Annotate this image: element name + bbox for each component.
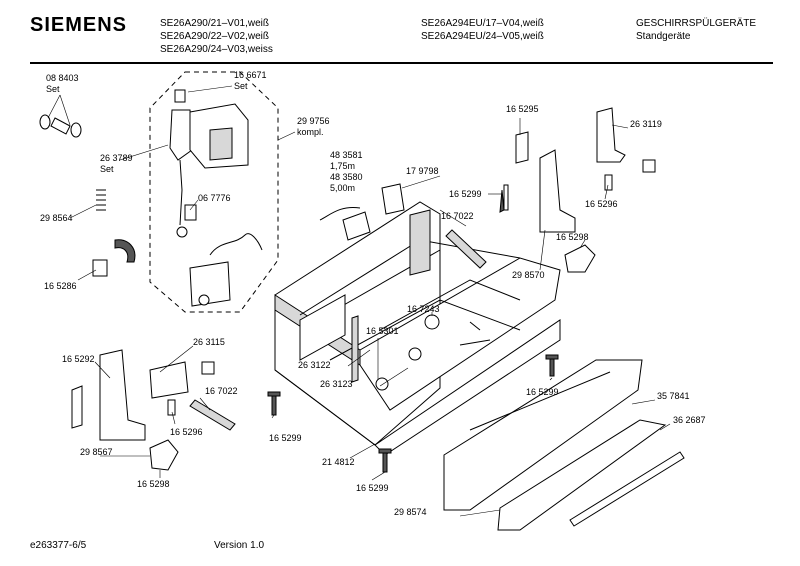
part-label: 16 5299 (449, 189, 482, 199)
version-label: Version 1.0 (214, 540, 265, 551)
right-brackets (503, 107, 656, 273)
part-label: 16 5292 (62, 354, 95, 364)
part-label: 29 8570 (512, 270, 545, 280)
document-id: e263377-6/5 (30, 540, 87, 551)
spring-and-hose (92, 189, 136, 277)
part-label: 48 3581 (330, 150, 363, 160)
leader-lines (47, 85, 671, 517)
part-label: 29 8574 (394, 507, 427, 517)
part-label: 16 5301 (366, 326, 399, 336)
aquastop-parts (169, 89, 263, 307)
adjustable-feet (267, 189, 559, 473)
part-label: 29 8564 (40, 213, 73, 223)
part-label: 16 5298 (556, 232, 589, 242)
model-line: SE26A290/22–V02,weiß (160, 31, 269, 42)
part-label: 26 3122 (298, 360, 331, 370)
part-label: 36 2687 (673, 415, 706, 425)
hose-clamp-set (39, 114, 82, 138)
part-label: 29 9756 (297, 116, 330, 126)
model-line: SE26A294EU/24–V05,weiß (421, 31, 544, 42)
part-label: 16 5299 (526, 387, 559, 397)
part-label: Set (46, 84, 60, 94)
category-subtitle: Standgeräte (636, 31, 691, 42)
part-label: Set (100, 164, 114, 174)
part-label: 16 5296 (170, 427, 203, 437)
part-label: 5,00m (330, 183, 356, 193)
part-label: kompl. (297, 127, 324, 137)
part-label: 16 7022 (441, 211, 474, 221)
model-list-2: SE26A294EU/17–V04,weiß SE26A294EU/24–V05… (421, 17, 544, 43)
part-label: 26 3119 (630, 119, 662, 129)
model-line: SE26A294EU/17–V04,weiß (421, 18, 544, 29)
part-label: 08 8403 (46, 73, 79, 83)
part-label: 1,75m (330, 161, 356, 171)
category-title: GESCHIRRSPÜLGERÄTE (636, 18, 757, 29)
part-label: 26 3115 (193, 337, 225, 347)
header-rule (30, 62, 773, 64)
plinth-panels (443, 359, 685, 531)
part-label: 21 4812 (322, 457, 355, 467)
part-label: 16 7022 (205, 386, 238, 396)
lower-left-parts (71, 349, 236, 471)
assembly-group-outline (149, 71, 279, 313)
base-frame (274, 201, 561, 456)
part-label: 16 5298 (137, 479, 170, 489)
part-label: 29 8567 (80, 447, 113, 457)
cable-pieces (319, 183, 405, 241)
part-label: 16 5299 (269, 433, 302, 443)
part-label: Set (234, 81, 248, 91)
part-label: 26 3789 (100, 153, 133, 163)
part-label: 16 5299 (356, 483, 389, 493)
model-line: SE26A290/21–V01,weiß (160, 18, 269, 29)
brand-logo: SIEMENS (30, 14, 128, 36)
part-label: 16 7243 (407, 304, 440, 314)
part-label: 16 6671 (234, 70, 267, 80)
part-label: 16 5295 (506, 104, 539, 114)
part-label: 48 3580 (330, 172, 363, 182)
part-label: 35 7841 (657, 391, 690, 401)
part-label: 06 7776 (198, 193, 231, 203)
model-list-1: SE26A290/21–V01,weiß SE26A290/22–V02,wei… (160, 17, 273, 56)
part-label: 16 5296 (585, 199, 618, 209)
part-label: 17 9798 (406, 166, 439, 176)
part-label: 26 3123 (320, 379, 353, 389)
category-block: GESCHIRRSPÜLGERÄTE Standgeräte (636, 17, 756, 43)
part-label: 16 5286 (44, 281, 77, 291)
model-line: SE26A290/24–V03,weiss (160, 44, 273, 55)
